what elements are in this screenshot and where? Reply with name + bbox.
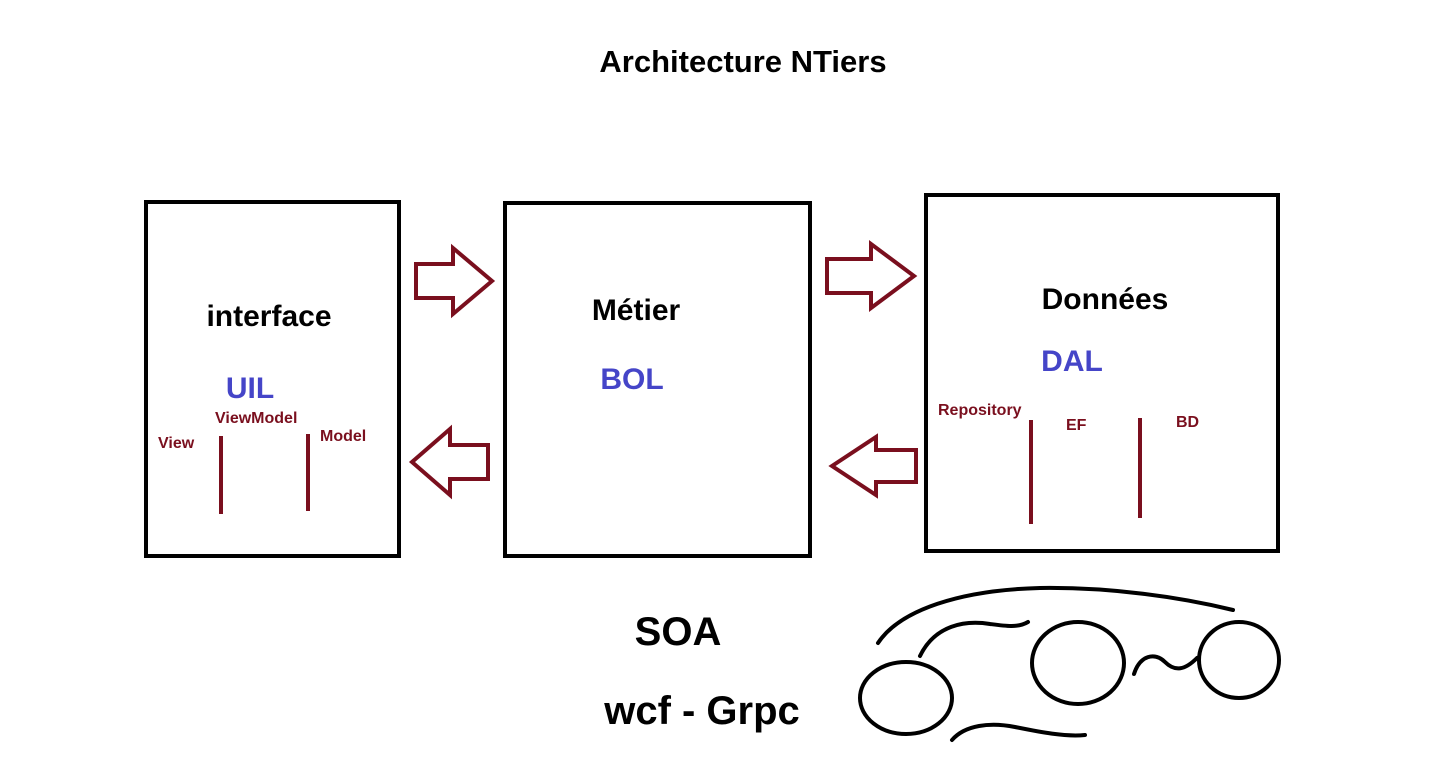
metier-box: Métier BOL (503, 201, 812, 558)
donnees-box: Données DAL Repository EF BD (924, 193, 1280, 553)
diagram-title: Architecture NTiers (599, 44, 886, 79)
bol-code: BOL (600, 363, 663, 396)
sketch-curve-bottom (950, 722, 1087, 742)
protocols-label: wcf - Grpc (603, 689, 800, 733)
freehand-sketch (858, 585, 1281, 742)
metier-box-label: Métier (592, 294, 681, 327)
viewmodel-label: ViewModel (215, 410, 297, 427)
sketch-curve-inner (918, 620, 1030, 658)
donnees-box-frame (924, 193, 1280, 553)
sketch-squiggle (1132, 654, 1199, 676)
arrow-metier-to-interface (408, 424, 490, 500)
interface-box: interface UIL View ViewModel Model (144, 200, 401, 558)
bd-label: BD (1176, 414, 1199, 431)
sketch-circle-left (858, 660, 954, 736)
arrow-metier-to-donnees (825, 240, 918, 312)
interface-box-label: interface (206, 300, 331, 333)
model-label: Model (320, 428, 366, 445)
sketch-circle-middle (1030, 620, 1126, 706)
ef-label: EF (1066, 417, 1087, 434)
interface-box-frame (144, 200, 401, 558)
metier-box-frame (503, 201, 812, 558)
arrow-donnees-to-metier (828, 433, 918, 499)
view-label: View (158, 435, 195, 452)
arrow-interface-to-metier (414, 243, 496, 319)
uil-code: UIL (226, 372, 274, 405)
dal-code: DAL (1041, 345, 1103, 378)
repository-label: Repository (938, 402, 1022, 419)
donnees-box-label: Données (1042, 283, 1169, 316)
sketch-circle-right (1197, 620, 1281, 700)
sketch-arc-top (876, 585, 1235, 645)
soa-label: SOA (635, 610, 722, 654)
